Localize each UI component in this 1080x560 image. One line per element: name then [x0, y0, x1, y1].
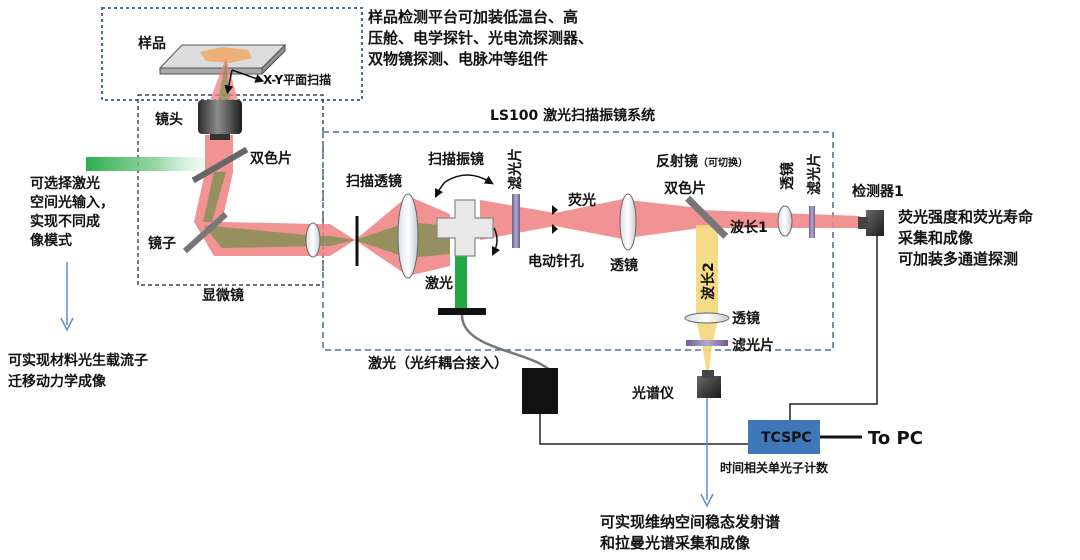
sample-stage: [158, 43, 287, 76]
lens-mid: [619, 193, 637, 251]
wavelength2-beam: [696, 225, 718, 320]
label-scan-lens: 扫描透镜: [346, 173, 402, 190]
filter-lower: [686, 340, 728, 346]
label-pinhole: 电动针孔: [528, 253, 584, 270]
pinhole-icon: [552, 205, 558, 234]
label-tcspc: TCSPC: [761, 430, 812, 446]
label-mirror-switch: 反射镜（可切换）: [656, 153, 748, 170]
label-objective: 镜头: [155, 111, 183, 128]
label-galvo: 扫描振镜: [428, 151, 484, 168]
fiber-cable: [460, 314, 553, 373]
label-spectrometer: 光谱仪: [631, 385, 675, 402]
spectrometer-icon: [697, 370, 721, 398]
label-fluorescence: 荧光: [568, 192, 596, 209]
ls100-system-box: [322, 131, 834, 351]
label-filter-2: 滤光片: [806, 153, 823, 195]
label-dichroic-left: 双色片: [250, 150, 292, 167]
label-to-pc: To PC: [868, 428, 923, 449]
laser-to-tcspc-line: [539, 414, 748, 445]
label-wavelength2: 波长2: [700, 262, 717, 300]
laser-input-beam: [86, 157, 206, 171]
label-lens-mid: 透镜: [610, 257, 638, 274]
detector-to-tcspc-line: [789, 236, 878, 420]
mirror-left: [182, 212, 228, 254]
galvo-mirror-icon: [434, 174, 501, 257]
label-sample: 样品: [138, 35, 166, 52]
detector-icon: [858, 210, 884, 236]
label-lens-lower: 透镜: [732, 310, 760, 327]
scan-lens: [397, 193, 419, 279]
label-microscope: 显微镜: [202, 287, 244, 304]
tcspc-box: [748, 420, 820, 454]
label-lens-right: 透镜: [779, 162, 796, 190]
spectra-arrow: [700, 398, 714, 508]
relay-lens: [305, 222, 321, 258]
laser-input-note: 可选择激光 空间光输入， 实现不同成 像模式: [30, 175, 119, 249]
platform-note: 样品检测平台可加装低温台、高 压舱、电学探针、光电流探测器、 双物镜探测、电脉冲…: [368, 8, 598, 68]
laser-source-icon: [522, 368, 558, 414]
label-dichroic-right: 双色片: [664, 180, 706, 197]
carrier-imaging-note: 可实现材料光生载流子 迁移动力学成像: [8, 352, 153, 390]
objective-lens-icon: [198, 100, 242, 140]
sample-specimen: [200, 47, 252, 63]
label-tcspc-desc: 时间相关单光子计数: [720, 460, 829, 475]
label-mirror: 镜子: [148, 235, 176, 252]
lens-right: [777, 205, 793, 237]
laser-vertical-beam: [455, 255, 467, 310]
fl-note: 荧光强度和荧光寿命 采集和成像 可加装多通道探测: [897, 208, 1038, 268]
label-laser-fiber: 激光（光纤耦合接入）: [368, 355, 508, 372]
dichroic-left: [191, 146, 249, 184]
label-xy-scan: X-Y平面扫描: [263, 72, 331, 87]
label-detector1: 检测器1: [852, 183, 904, 200]
filter-1: [512, 194, 520, 248]
label-wavelength1: 波长1: [730, 219, 768, 236]
dichroic-right: [685, 195, 729, 239]
label-laser-v: 激光: [425, 275, 453, 292]
ls100-title: LS100 激光扫描振镜系统: [490, 107, 655, 124]
label-filter-1: 滤光片: [507, 148, 524, 190]
label-filter-lower: 滤光片: [732, 337, 774, 354]
carrier-arrow: [60, 262, 74, 332]
filter-2: [809, 206, 815, 238]
lens-lower: [684, 312, 730, 324]
xy-scan-arrow: [231, 69, 265, 83]
spectra-note: 可实现维纳空间稳态发射谱 和拉曼光谱采集和成像: [600, 513, 785, 552]
